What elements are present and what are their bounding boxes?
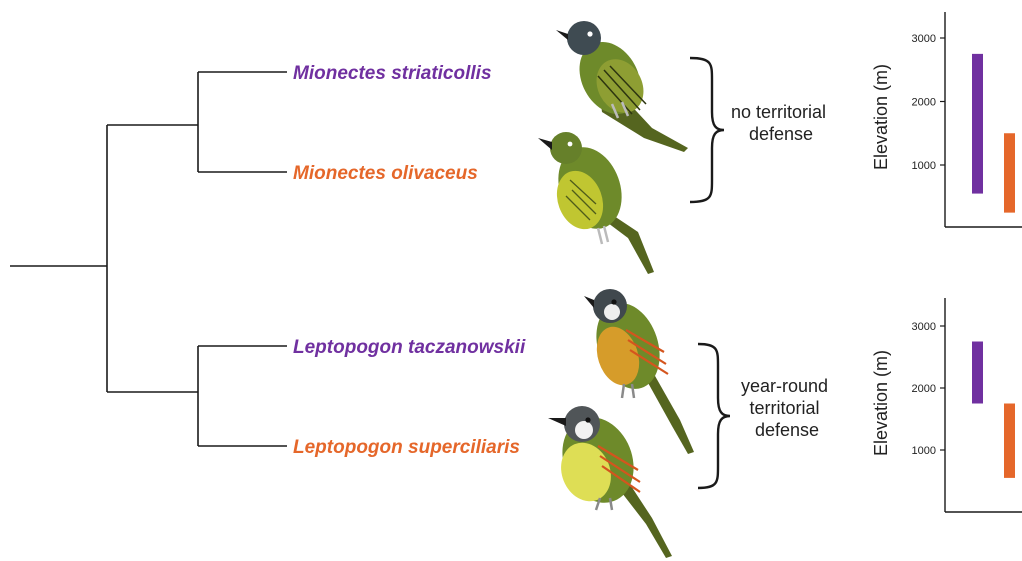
bird-illustration-mionectes-striaticollis xyxy=(556,21,688,152)
phylogenetic-tree xyxy=(10,72,287,446)
elevation-range-bar xyxy=(1004,404,1015,478)
group-bracket-top xyxy=(690,58,724,202)
elevation-range-bar xyxy=(972,54,983,194)
bird-illustration-mionectes-olivaceus xyxy=(538,132,654,274)
elevation-range-bar xyxy=(972,342,983,404)
y-axis-label: Elevation (m) xyxy=(871,64,891,170)
behavior-label: no territorial defense xyxy=(731,102,831,144)
species-label: Leptopogon superciliaris xyxy=(293,437,520,458)
y-tick-label: 2000 xyxy=(912,383,936,395)
species-label: Mionectes striaticollis xyxy=(293,63,492,84)
y-tick-label: 3000 xyxy=(912,33,936,45)
behavior-label-line: no territorial xyxy=(731,102,826,122)
behavior-label-line: defense xyxy=(749,124,813,144)
group-bracket-bottom xyxy=(698,344,730,488)
elevation-chart-leptopogon: Elevation (m) 1000 2000 3000 xyxy=(871,298,1022,512)
y-tick-label: 3000 xyxy=(912,321,936,333)
behavior-label-line: defense xyxy=(755,420,819,440)
y-axis-label: Elevation (m) xyxy=(871,350,891,456)
species-label: Leptopogon taczanowskii xyxy=(293,337,526,358)
y-tick-label: 1000 xyxy=(912,445,936,457)
elevation-range-bar xyxy=(1004,133,1015,212)
species-label: Mionectes olivaceus xyxy=(293,163,478,184)
y-tick-label: 1000 xyxy=(912,160,936,172)
behavior-label-line: year-round xyxy=(741,376,828,396)
bird-illustration-leptopogon-superciliaris xyxy=(548,406,672,558)
behavior-label-line: territorial xyxy=(749,398,819,418)
elevation-chart-mionectes: Elevation (m) 1000 2000 3000 xyxy=(871,12,1022,227)
y-tick-label: 2000 xyxy=(912,97,936,109)
behavior-label: year-round territorial defense xyxy=(741,376,833,440)
